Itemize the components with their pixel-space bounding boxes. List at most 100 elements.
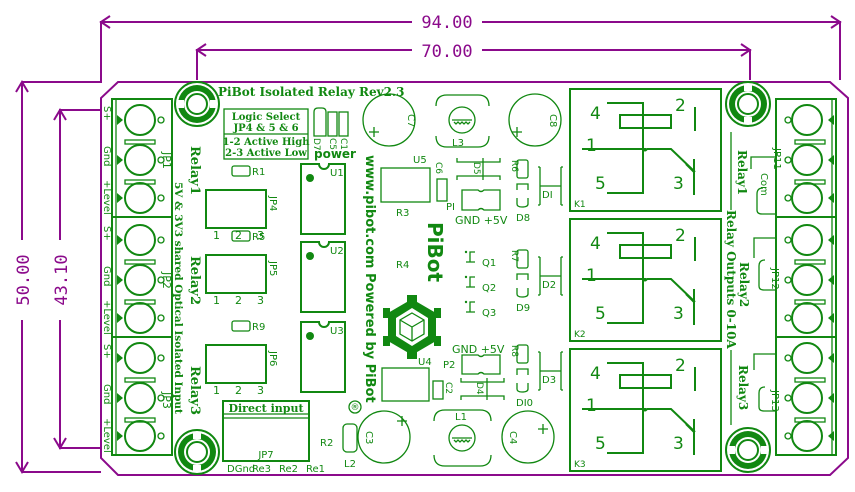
jumper-pin-number: 2 bbox=[235, 294, 242, 307]
diode-d5: D5 bbox=[456, 158, 501, 180]
relay-pin-number: 5 bbox=[595, 304, 606, 324]
relay-pin-number: 3 bbox=[673, 304, 684, 324]
registered-mark: ® bbox=[351, 403, 360, 413]
output-terminal-screw bbox=[784, 104, 834, 145]
relay3-output-label: Relay3 bbox=[736, 365, 750, 410]
resistor-label: R9 bbox=[252, 322, 265, 333]
output-terminal-screw bbox=[784, 342, 834, 383]
dim-label-height-50: 50.00 bbox=[14, 254, 34, 305]
resistor-label: R1 bbox=[252, 167, 265, 178]
power-header-p1: PI GND +5V bbox=[446, 189, 508, 227]
jp11-label: JP11 bbox=[771, 147, 782, 170]
jp7-pin-re2: Re2 bbox=[279, 464, 298, 475]
relay-pin-number: 2 bbox=[675, 96, 686, 116]
jp12-trace bbox=[753, 237, 776, 291]
output-terminal-screw bbox=[784, 382, 834, 423]
transistor-label: Q1 bbox=[482, 258, 496, 269]
l2-label: L2 bbox=[344, 459, 356, 470]
regulator-u4: U4 C2 bbox=[381, 357, 453, 402]
dim-label-height-43: 43.10 bbox=[52, 254, 72, 305]
transistor-label: Q3 bbox=[482, 308, 496, 319]
inductor-l3: L3 bbox=[435, 94, 490, 149]
registered-mark-circle bbox=[348, 400, 362, 414]
input-pin-label: S+ bbox=[101, 344, 112, 359]
r2-label: R2 bbox=[320, 438, 333, 449]
r3-label: R3 bbox=[396, 208, 409, 219]
input-side-label: 5V & 3V3 shared Optical Isolated Input bbox=[172, 182, 184, 414]
output-terminal-screw bbox=[784, 182, 834, 214]
relay-pin-number: 4 bbox=[590, 364, 601, 384]
led-label: D8 bbox=[516, 213, 530, 224]
jp7-label: JP7 bbox=[257, 450, 273, 461]
input-pin-label: +Level bbox=[101, 180, 112, 215]
optocoupler-u3: U3 bbox=[300, 321, 346, 393]
relay-pin-number: 1 bbox=[586, 136, 597, 156]
input-pin-label: S+ bbox=[101, 226, 112, 241]
jumper-label: JP5 bbox=[267, 260, 278, 276]
output-terminal-screw bbox=[784, 420, 834, 452]
capacitor-c2 bbox=[432, 380, 444, 400]
regulator-u5: U5 R3 C6 bbox=[380, 155, 448, 219]
jp7-pin-re3: Re3 bbox=[252, 464, 271, 475]
power-label: power bbox=[314, 147, 356, 161]
website-label: www.pibot.com Powered by PiBot bbox=[362, 155, 377, 403]
resistor-label: R5 bbox=[252, 232, 265, 243]
svg-text:L3: L3 bbox=[452, 138, 464, 149]
jumper-pin-number: 1 bbox=[213, 229, 220, 242]
relay-pin-number: 4 bbox=[590, 234, 601, 254]
output-terminal-block bbox=[775, 98, 837, 456]
input-pin-label: Gnd bbox=[101, 146, 112, 166]
logic-select-line2: JP4 & 5 & 6 bbox=[232, 123, 298, 134]
c5-label: C5 bbox=[327, 138, 337, 150]
jumper-label: JP4 bbox=[267, 195, 278, 211]
svg-text:GND +5V: GND +5V bbox=[452, 343, 505, 356]
jp7-pin-re1: Re1 bbox=[306, 464, 325, 475]
led-label: D9 bbox=[516, 303, 530, 314]
relay-pin-number: 5 bbox=[595, 174, 606, 194]
optocoupler-label: U2 bbox=[330, 246, 344, 257]
optocoupler-label: U1 bbox=[330, 168, 344, 179]
jp12-label: JP12 bbox=[769, 267, 780, 290]
relay-ref-label: K3 bbox=[574, 460, 586, 470]
jp2-label: JP2 bbox=[160, 271, 173, 289]
relay-pin-number: 4 bbox=[590, 104, 601, 124]
c2-label: C2 bbox=[443, 382, 453, 394]
relay-pin-number: 5 bbox=[595, 434, 606, 454]
input-pin-label: Gnd bbox=[101, 266, 112, 286]
svg-text:GND +5V: GND +5V bbox=[455, 214, 508, 227]
capacitor-c3: C3 bbox=[357, 410, 411, 464]
input-terminal-screw bbox=[117, 342, 165, 383]
diode-d4: D4 bbox=[460, 378, 505, 400]
optocoupler-label: U3 bbox=[330, 326, 344, 337]
dim-label-width-94: 94.00 bbox=[421, 13, 472, 33]
svg-text:P2: P2 bbox=[443, 360, 455, 371]
dimension-hole-height: 43.10 bbox=[50, 108, 100, 450]
relay2-input-label: Relay2 bbox=[187, 256, 202, 305]
input-terminal-screw bbox=[117, 144, 165, 185]
input-terminal-screw bbox=[117, 182, 165, 214]
jp1-label: JP1 bbox=[160, 151, 173, 169]
input-terminal-screw bbox=[117, 420, 165, 452]
svg-text:C7: C7 bbox=[405, 114, 416, 127]
svg-text:U5: U5 bbox=[413, 155, 427, 166]
c6-label: C6 bbox=[433, 162, 443, 174]
capacitor-c6 bbox=[436, 178, 448, 202]
direct-input-title: Direct input bbox=[228, 402, 304, 415]
optocoupler-u1: U1 bbox=[300, 163, 346, 235]
pibot-logo-text: PiBot bbox=[423, 222, 447, 282]
relay3-input-label: Relay3 bbox=[187, 366, 202, 415]
inductor-l1: L1 bbox=[433, 409, 492, 467]
svg-text:L1: L1 bbox=[455, 412, 467, 423]
relay2-output-label: Relay2 bbox=[737, 262, 751, 307]
capacitor-c7: C7 bbox=[362, 93, 416, 147]
mounting-hole-top-left bbox=[174, 81, 220, 127]
jumper-pin-number: 2 bbox=[235, 229, 242, 242]
jumper-pin-number: 3 bbox=[257, 294, 264, 307]
diode-label: D3 bbox=[542, 375, 556, 386]
input-terminal-block bbox=[111, 98, 173, 456]
output-side-label: Relay Outputs 0-10A bbox=[724, 210, 738, 349]
